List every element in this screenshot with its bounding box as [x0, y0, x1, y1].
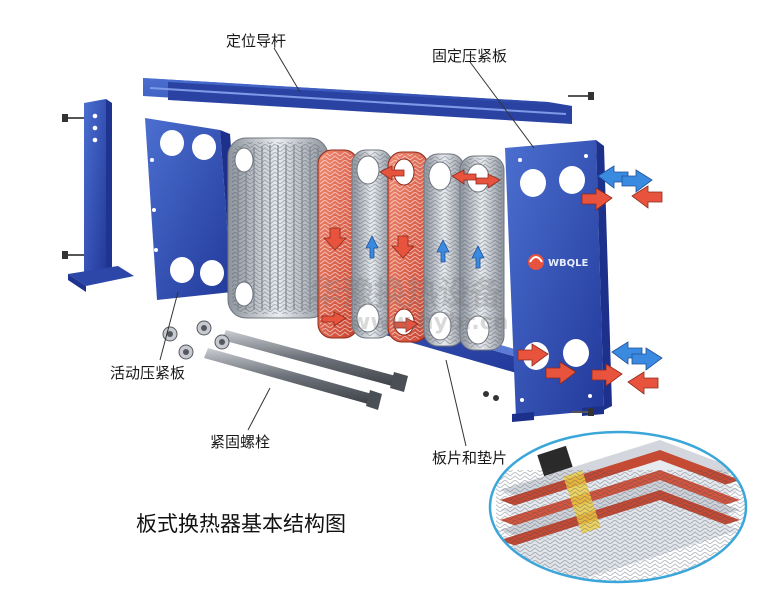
label-tie-bolts: 紧固螺栓 — [210, 433, 271, 451]
fixed-pressure-plate: WBQLE — [505, 140, 612, 422]
label-plates-gaskets: 板片和垫片 — [432, 449, 508, 467]
flow-arrows — [321, 165, 501, 333]
plate-pack — [227, 137, 329, 319]
leader-lines — [159, 47, 535, 447]
support-column — [68, 99, 134, 292]
separated-plates — [317, 149, 505, 351]
loose-bolts — [62, 92, 594, 416]
label-guide-bar: 定位导杆 — [226, 32, 287, 50]
tie-bolts — [162, 320, 408, 410]
watermark-line2: www.hybr.cn — [350, 310, 509, 335]
port-arrows — [517, 165, 663, 395]
guide-bar — [143, 78, 572, 124]
label-movable-frame: 活动压紧板 — [110, 364, 186, 382]
diagram-caption: 板式换热器基本结构图 — [136, 512, 346, 536]
logo-text: WBQLE — [548, 258, 589, 269]
label-fixed-frame: 固定压紧板 — [432, 47, 508, 65]
watermark-line1: 华豫换热设备 — [310, 274, 503, 312]
movable-pressure-plate — [145, 118, 242, 300]
plate-closeup-callout — [488, 430, 748, 584]
